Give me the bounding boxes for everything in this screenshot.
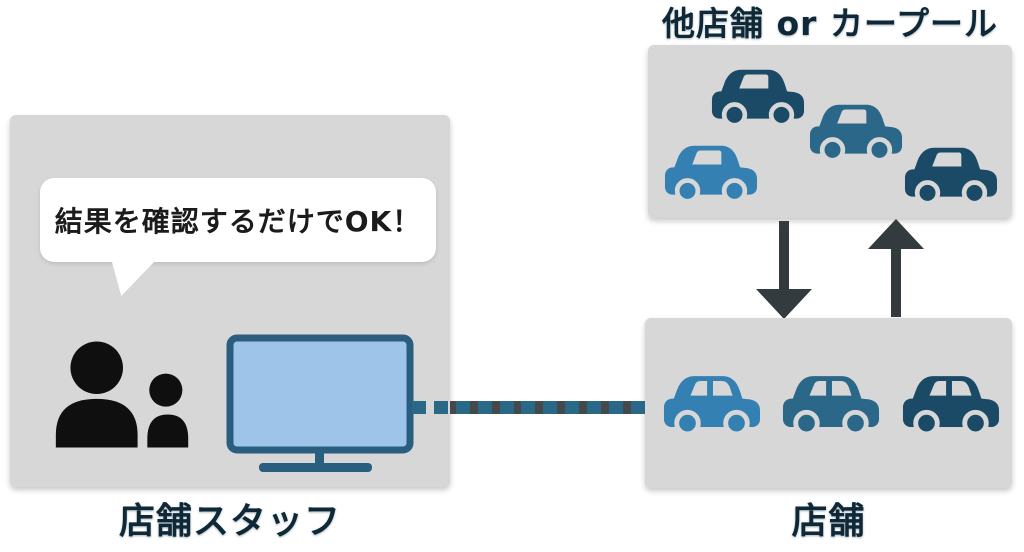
car-icon — [663, 376, 761, 437]
monitor-icon — [226, 334, 414, 472]
car-icon — [904, 147, 998, 206]
staff-panel-label: 店舗スタッフ — [118, 501, 341, 542]
car-icon — [809, 104, 903, 163]
dashed-connector — [412, 401, 645, 414]
up-arrow-icon — [868, 219, 924, 317]
car-icon — [664, 145, 758, 204]
other-stores-title: 他店舗 or カープール — [662, 4, 998, 43]
down-arrow-icon — [756, 221, 812, 319]
monitor-screen — [226, 334, 414, 454]
speech-bubble-text: 結果を確認するだけでOK！ — [54, 205, 422, 238]
staff-icon — [55, 341, 189, 448]
car-icon — [782, 376, 880, 437]
store-panel-label: 店舗 — [791, 501, 866, 542]
speech-bubble: 結果を確認するだけでOK！ — [40, 178, 436, 296]
car-icon — [711, 69, 805, 128]
car-icon — [902, 376, 1000, 437]
